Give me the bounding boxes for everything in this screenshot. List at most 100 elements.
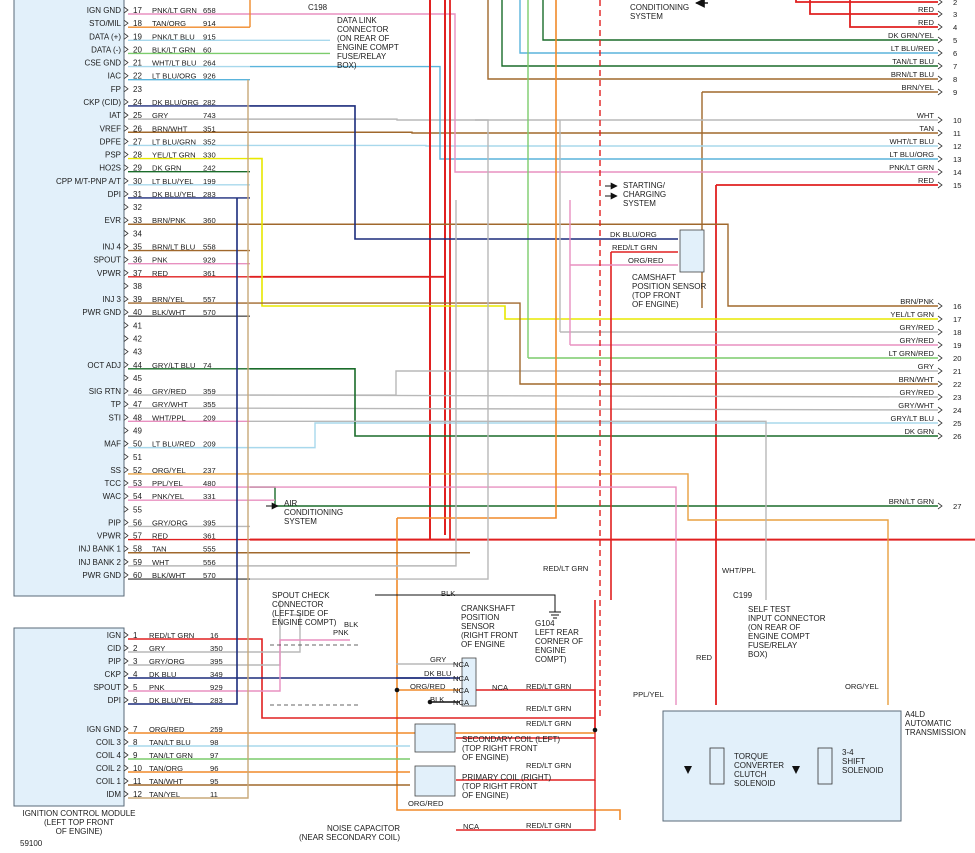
cap-red-lt-grn [456,780,596,831]
nca-label: NCA [453,698,470,707]
ecm-circuit-number: 351 [203,124,216,133]
ecm-wire-color: LT BLU/RED [152,440,196,449]
ecm-pin-label: DATA (+) [89,32,121,41]
ecm-circuit-number: 480 [203,479,216,488]
ecm-wire-color: PNK/LT BLU [152,32,195,41]
right-wire-chevron [937,10,943,18]
ecm-wire-color: PNK [152,256,168,265]
ecm-circuit-number: 355 [203,400,216,409]
icm-pin-chevron [123,657,129,665]
icm-pin-label: COIL 3 [96,738,122,747]
ecm-pin-chevron [123,282,129,290]
ecm-pin-number: 59 [133,558,142,567]
ecm-circuit-number: 264 [203,59,216,68]
ecm-pin-chevron [123,506,129,513]
wire-17 [250,157,938,320]
ecm-pin-chevron [123,151,129,158]
red-lt-grn-label: RED/LT GRN [543,564,588,573]
ecm-wire-color: DK BLU/YEL [152,190,196,199]
icm-pin-number: 1 [133,631,138,640]
ecm-pin-number: 35 [133,243,142,252]
sti-wht-ppl [250,420,767,600]
ecm-pin-chevron [123,256,129,263]
ecm-pin-chevron [123,190,129,198]
ecm-pin-label: SIG RTN [89,387,122,396]
ecm-pin-label: PIP [108,518,121,527]
org-red-label: ORG/RED [408,799,444,808]
ecm-pin-label: DPI [108,190,121,199]
nca-label: NCA [492,683,509,692]
pwr-gnd [250,119,489,580]
ecm-wire-color: BRN/YEL [152,295,185,304]
components-layer [13,0,943,822]
ecm-pin-chevron [123,427,129,434]
red-lt-grn-label: RED/LT GRN [526,719,571,728]
ecm-pin-number: 42 [133,335,142,344]
ecm-wire-color: LT BLU/YEL [152,177,194,186]
ecm-pin-number: 44 [133,361,142,370]
ecm-pin-chevron [123,6,129,14]
icm-pin-label: CKP [105,670,121,679]
primary-coil-body [414,765,456,797]
ecm-pin-chevron [123,532,129,539]
ecm-pin-number: 20 [133,45,142,54]
ecm-pin-number: 46 [133,387,142,396]
right-wire-label: RED [918,5,935,14]
right-wire-chevron [937,75,943,83]
icm-pin-chevron [123,725,129,733]
secondary-coil-body [414,723,456,753]
ecm-pin-number: 23 [133,85,142,94]
right-wire-chevron [937,88,943,96]
right-wire-number: 24 [953,406,961,415]
nca-label: NCA [453,686,470,695]
ground-symbol-icon [549,611,561,619]
ecm-pin-number: 25 [133,111,142,120]
icm-wire-color: RED/LT GRN [149,631,194,640]
right-wire-label: YEL/LT GRN [890,310,934,319]
ecm-pin-chevron [123,269,129,277]
wire-21 [250,370,938,396]
right-wire-label: DK GRN [904,427,934,436]
splice-dot [592,727,598,733]
ecm-pin-chevron [123,98,129,106]
ecm-pin-label: IAC [108,72,122,81]
right-wire-chevron [937,367,943,375]
icm-pin-number: 9 [133,751,138,760]
ecm-pin-chevron [123,124,129,132]
ecm-wire-color: GRY/LT BLU [152,361,195,370]
right-wire-label: WHT/LT BLU [890,137,934,146]
right-wire-label: GRY [918,362,934,371]
ecm-pin-label: INJ BANK 2 [78,558,121,567]
icm-circuit-number: 395 [210,657,223,666]
right-wire-chevron [937,315,943,323]
right-wire-chevron [937,380,943,388]
ecm-pin-label: DPFE [100,137,121,146]
right-wire-label: BRN/PNK [900,297,934,306]
right-wire-label: LT BLU/ORG [890,150,935,159]
c199-label: C199 [733,591,753,600]
ecm-pin-number: 33 [133,216,142,225]
ecm-pin-number: 30 [133,177,142,186]
icm-pin-number: 12 [133,790,142,799]
icm-pin-number: 5 [133,683,138,692]
nca-label: NCA [453,660,470,669]
blk-label: BLK [344,620,358,629]
pnk-label: PNK [333,628,349,637]
icm-dpi [128,197,238,705]
ecm-wire-color: DK GRN [152,164,182,173]
right-wire-chevron [937,341,943,349]
right-wire-chevron [937,155,943,163]
ecm-pin-label: VPWR [97,269,121,278]
ecm-pin-label: OCT ADJ [87,361,121,370]
ecm-pin-chevron [123,19,129,27]
right-wire-chevron [937,62,943,70]
right-wire-number: 16 [953,302,961,311]
ecm-pin-number: 50 [133,440,142,449]
ecm-circuit-number: 929 [203,256,216,265]
wire-27 [250,486,938,507]
icm-circuit-number: 259 [210,725,223,734]
